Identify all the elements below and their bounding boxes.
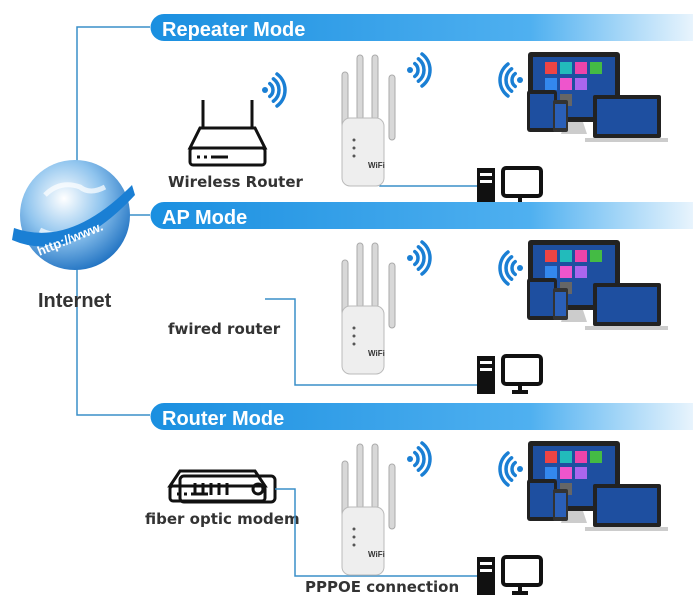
app-tile xyxy=(545,467,557,479)
app-tile xyxy=(590,250,602,262)
app-tile xyxy=(575,78,587,90)
antenna xyxy=(388,262,396,329)
app-tile xyxy=(560,451,572,463)
devices-wifi-icon xyxy=(498,250,523,286)
app-tile xyxy=(560,62,572,74)
client-devices xyxy=(527,52,668,142)
app-tile xyxy=(560,250,572,262)
antenna xyxy=(356,54,364,121)
repeater-badge: WiFi xyxy=(368,161,385,170)
wifi-repeater: WiFi xyxy=(341,54,396,187)
source-label: fiber optic modem xyxy=(145,510,300,528)
ethernet-cable xyxy=(265,298,477,386)
led xyxy=(352,543,356,547)
repeater-badge: WiFi xyxy=(368,550,385,559)
client-devices xyxy=(527,441,668,531)
led xyxy=(352,535,356,539)
app-tile xyxy=(575,451,587,463)
app-tile xyxy=(575,467,587,479)
led xyxy=(352,146,356,150)
antenna xyxy=(388,463,396,530)
devices-wifi-icon xyxy=(498,62,523,98)
source-label: fwired router xyxy=(168,320,281,338)
source-label: Wireless Router xyxy=(168,173,304,191)
led xyxy=(352,334,356,338)
wifi-repeater: WiFi xyxy=(341,443,396,576)
mode-title: Repeater Mode xyxy=(162,19,305,41)
antenna xyxy=(371,443,379,510)
antenna xyxy=(371,54,379,121)
app-tile xyxy=(575,266,587,278)
app-tile xyxy=(545,266,557,278)
repeater-badge: WiFi xyxy=(368,349,385,358)
client-devices xyxy=(527,240,668,330)
mode-title: Router Mode xyxy=(162,408,284,430)
router-wifi-icon xyxy=(262,72,287,108)
wifi-repeater: WiFi xyxy=(341,242,396,375)
antenna xyxy=(356,242,364,309)
repeater-body xyxy=(341,305,385,375)
desktop-pc-icon xyxy=(477,354,543,394)
led xyxy=(352,154,356,158)
app-tile xyxy=(575,250,587,262)
app-tile xyxy=(560,467,572,479)
desktop-pc-icon xyxy=(477,166,543,206)
repeater-body xyxy=(341,117,385,187)
internet-label: Internet xyxy=(38,290,112,312)
repeater-wifi-icon xyxy=(407,52,432,88)
led xyxy=(352,326,356,330)
mode-band: AP Mode xyxy=(150,202,693,229)
antenna xyxy=(356,443,364,510)
app-tile xyxy=(560,266,572,278)
app-tile xyxy=(560,78,572,90)
mode-band: Repeater Mode xyxy=(150,14,693,41)
app-tile xyxy=(590,62,602,74)
repeater-wifi-icon xyxy=(407,441,432,477)
globe-icon: http://www. xyxy=(12,160,135,270)
app-tile xyxy=(545,78,557,90)
antenna xyxy=(371,242,379,309)
mode-title: AP Mode xyxy=(162,207,247,229)
desktop-pc-icon xyxy=(477,555,543,595)
ethernet-cable xyxy=(275,488,477,577)
wireless-router-icon xyxy=(187,100,268,167)
led xyxy=(352,138,356,142)
app-tile xyxy=(545,451,557,463)
led xyxy=(352,527,356,531)
devices-wifi-icon xyxy=(498,451,523,487)
repeater-wifi-icon xyxy=(407,240,432,276)
mode-band: Router Mode xyxy=(150,403,693,430)
led xyxy=(352,342,356,346)
repeater-body xyxy=(341,506,385,576)
app-tile xyxy=(590,451,602,463)
app-tile xyxy=(575,62,587,74)
connection-label: PPPOE connection xyxy=(305,578,459,596)
antenna xyxy=(388,74,396,141)
app-tile xyxy=(545,250,557,262)
ethernet-cable xyxy=(379,182,477,187)
app-tile xyxy=(545,62,557,74)
